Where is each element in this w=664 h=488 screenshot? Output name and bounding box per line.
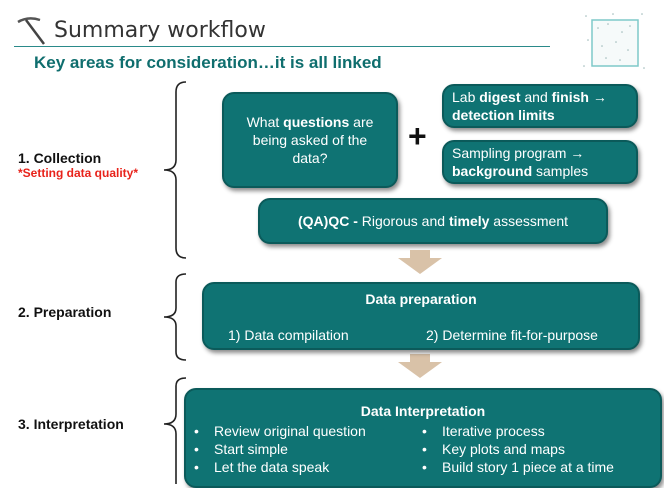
plus-sign: + <box>408 118 427 154</box>
sampling-text-a: Sampling program → <box>452 145 585 161</box>
collection-label-group: 1. Collection *Setting data quality* <box>18 150 138 180</box>
page-title: Summary workflow <box>54 18 266 43</box>
sampling-program-box: Sampling program → background samples <box>442 140 638 184</box>
qaqc-box: (QA)QC - Rigorous and timely assessment <box>258 198 608 244</box>
data-preparation-box: Data preparation 1) Data compilation 2) … <box>202 282 640 350</box>
list-item: Start simple <box>194 440 366 458</box>
questions-text-a: What <box>246 114 284 130</box>
interpretation-label: 3. Interpretation <box>18 416 124 432</box>
title-divider <box>14 46 550 47</box>
collection-brace <box>163 81 187 259</box>
down-arrow-icon <box>398 354 442 378</box>
list-item: Build story 1 piece at a time <box>422 458 614 476</box>
questions-box: What questions are being asked of the da… <box>222 92 398 188</box>
sampling-text-bold: background <box>452 163 533 179</box>
qaqc-text-timely: timely <box>448 213 490 229</box>
lab-text-finish: finish <box>551 89 589 105</box>
qaqc-text-post: assessment <box>489 213 568 229</box>
preparation-box-title: Data preparation <box>365 291 477 307</box>
preparation-item-fit: 2) Determine fit-for-purpose <box>426 327 598 343</box>
list-item: Let the data speak <box>194 458 366 476</box>
down-arrow-icon <box>398 250 442 274</box>
interpretation-box-title: Data Interpretation <box>360 403 486 419</box>
list-item: Iterative process <box>422 422 614 440</box>
sampling-text-b: samples <box>532 163 589 179</box>
list-item: Key plots and maps <box>422 440 614 458</box>
preparation-item-compilation: 1) Data compilation <box>228 327 349 343</box>
pickaxe-icon <box>17 17 45 45</box>
lab-detection-box: Lab digest and finish → detection limits <box>442 84 638 128</box>
list-item: Review original question <box>194 422 366 440</box>
lab-text-mid: and <box>520 89 552 105</box>
lab-text-digest: digest <box>479 89 521 105</box>
page-subtitle: Key areas for consideration…it is all li… <box>34 53 382 72</box>
lab-text-a: Lab <box>452 89 480 105</box>
questions-text-bold: questions <box>283 114 350 130</box>
qaqc-text-mid: Rigorous and <box>361 213 449 229</box>
preparation-label: 2. Preparation <box>18 304 112 320</box>
interpretation-right-list: Iterative process Key plots and maps Bui… <box>422 422 614 476</box>
preparation-brace <box>163 273 187 361</box>
questions-text-b: are being asked of the data? <box>252 114 374 166</box>
map-thumbnail-icon <box>583 13 645 69</box>
collection-sublabel: *Setting data quality* <box>18 166 139 180</box>
interpretation-brace <box>163 377 187 484</box>
lab-text-arrow: → <box>588 89 607 105</box>
interpretation-left-list: Review original question Start simple Le… <box>194 422 366 476</box>
collection-label: 1. Collection <box>18 150 102 166</box>
qaqc-text-bold: (QA)QC - <box>298 213 362 229</box>
lab-text-limits: detection limits <box>452 107 555 123</box>
data-interpretation-box: Data Interpretation Review original ques… <box>184 388 662 488</box>
